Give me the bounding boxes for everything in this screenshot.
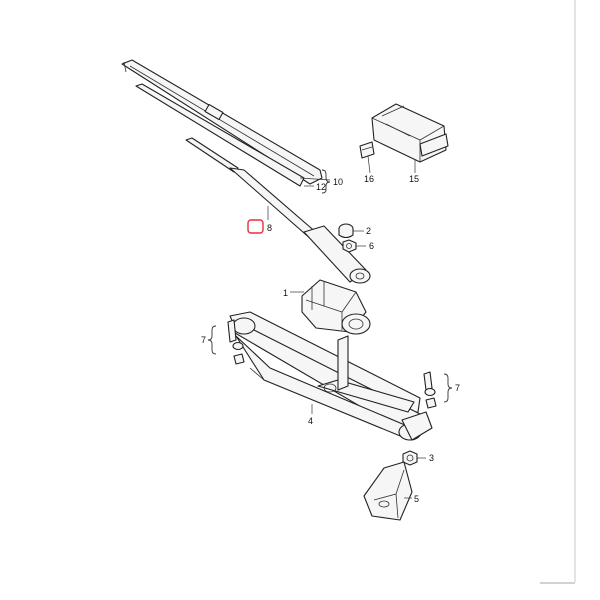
callout-15: 15 — [409, 174, 419, 184]
leader-16 — [367, 155, 371, 174]
callout-7-left: 7 — [201, 335, 206, 345]
callout-5: 5 — [414, 494, 419, 504]
callout-6: 6 — [369, 241, 374, 251]
screw-right-part-7[interactable] — [423, 371, 437, 409]
callout-16: 16 — [364, 174, 374, 184]
clip-part-16[interactable] — [359, 141, 375, 159]
screw-left-part-7[interactable] — [227, 319, 245, 365]
wiper-blade[interactable] — [121, 59, 323, 187]
brace-10 — [321, 169, 331, 194]
callout-2: 2 — [366, 226, 371, 236]
brace-7-left — [207, 325, 217, 355]
brace-7-right — [443, 373, 453, 403]
callout-7-right: 7 — [455, 383, 460, 393]
washer-part-3[interactable] — [402, 450, 418, 466]
callout-12: 12 — [316, 182, 326, 192]
mounting-bracket-part-5[interactable] — [363, 461, 413, 521]
nut-part-6[interactable] — [342, 239, 357, 253]
highlight-box[interactable] — [247, 219, 264, 234]
leader-10 — [299, 177, 331, 181]
callout-1: 1 — [283, 288, 288, 298]
cap-part-2[interactable] — [338, 223, 354, 239]
wiper-motor-part-1[interactable] — [301, 279, 371, 391]
wiper-linkage-frame[interactable] — [229, 311, 433, 441]
callout-10: 10 — [333, 177, 343, 187]
control-unit-part-15[interactable] — [371, 103, 449, 163]
wiper-arm[interactable] — [185, 137, 371, 284]
callout-8: 8 — [267, 223, 272, 233]
callout-3: 3 — [429, 453, 434, 463]
callout-4: 4 — [308, 416, 313, 426]
